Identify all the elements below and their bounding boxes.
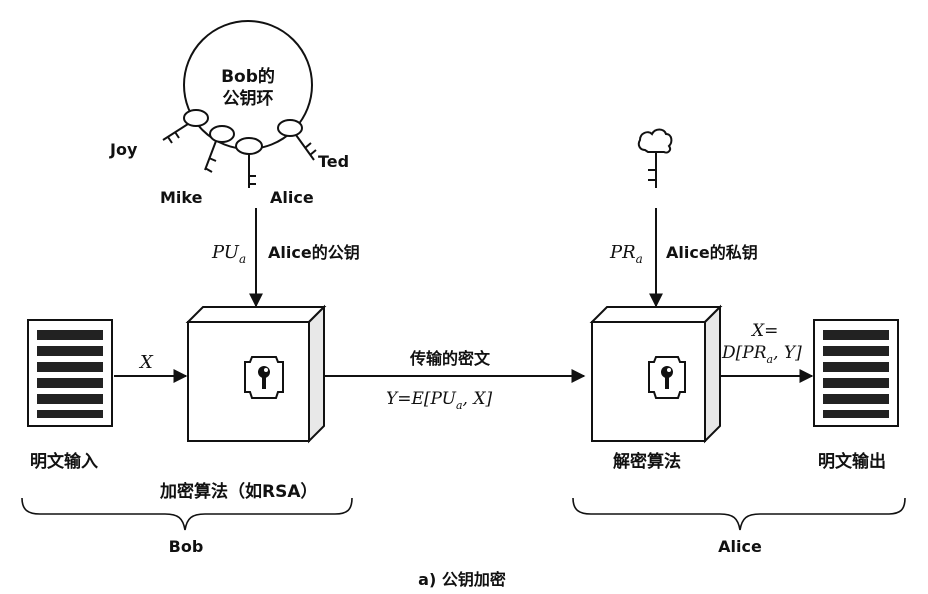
key-icon: [204, 125, 235, 173]
lock-icon: [648, 356, 686, 399]
bob-public-keyring: Bob的 公钥环 Joy Mike Alice Ted: [109, 20, 349, 207]
plaintext-output-label: 明文输出: [818, 451, 886, 472]
encryption-label: 加密算法（如RSA）: [159, 481, 318, 502]
decryption-label: 解密算法: [613, 451, 681, 472]
alice-brace: [572, 497, 906, 531]
plaintext-var: X: [138, 352, 154, 373]
key-icon: [235, 137, 263, 188]
keyring-owner-joy: Joy: [109, 140, 138, 159]
keyring-owner-mike: Mike: [160, 188, 203, 207]
keyring-owner-ted: Ted: [318, 152, 349, 171]
private-key-symbol: PRa: [609, 242, 643, 266]
bob-party-label: Bob: [169, 537, 204, 556]
plaintext-input-label: 明文输入: [30, 451, 98, 472]
plaintext-document-icon: [27, 319, 113, 427]
key-icon: [162, 109, 209, 144]
plaintext-output-document-icon: [813, 319, 899, 427]
bob-brace: [21, 497, 353, 531]
private-key-label: Alice的私钥: [666, 243, 758, 262]
public-key-symbol: PUa: [211, 242, 246, 266]
keyring-owner-alice: Alice: [270, 188, 314, 207]
decryption-box: [589, 304, 723, 444]
output-equation-line1: X=: [750, 321, 778, 341]
lock-icon: [244, 356, 284, 399]
alice-party-label: Alice: [718, 537, 762, 556]
ciphertext-equation: Y=E[PUa, X]: [386, 389, 492, 412]
figure-caption: a) 公钥加密: [418, 570, 506, 589]
private-key-icon: [637, 128, 673, 188]
encryption-box: [185, 304, 327, 444]
output-equation-line2: D[PRa, Y]: [721, 343, 802, 366]
ciphertext-label: 传输的密文: [409, 349, 491, 368]
keyring-title-line1: Bob的: [221, 66, 275, 87]
public-key-label: Alice的公钥: [268, 243, 360, 262]
key-icon: [277, 119, 317, 161]
keyring-title-line2: 公钥环: [223, 88, 274, 109]
